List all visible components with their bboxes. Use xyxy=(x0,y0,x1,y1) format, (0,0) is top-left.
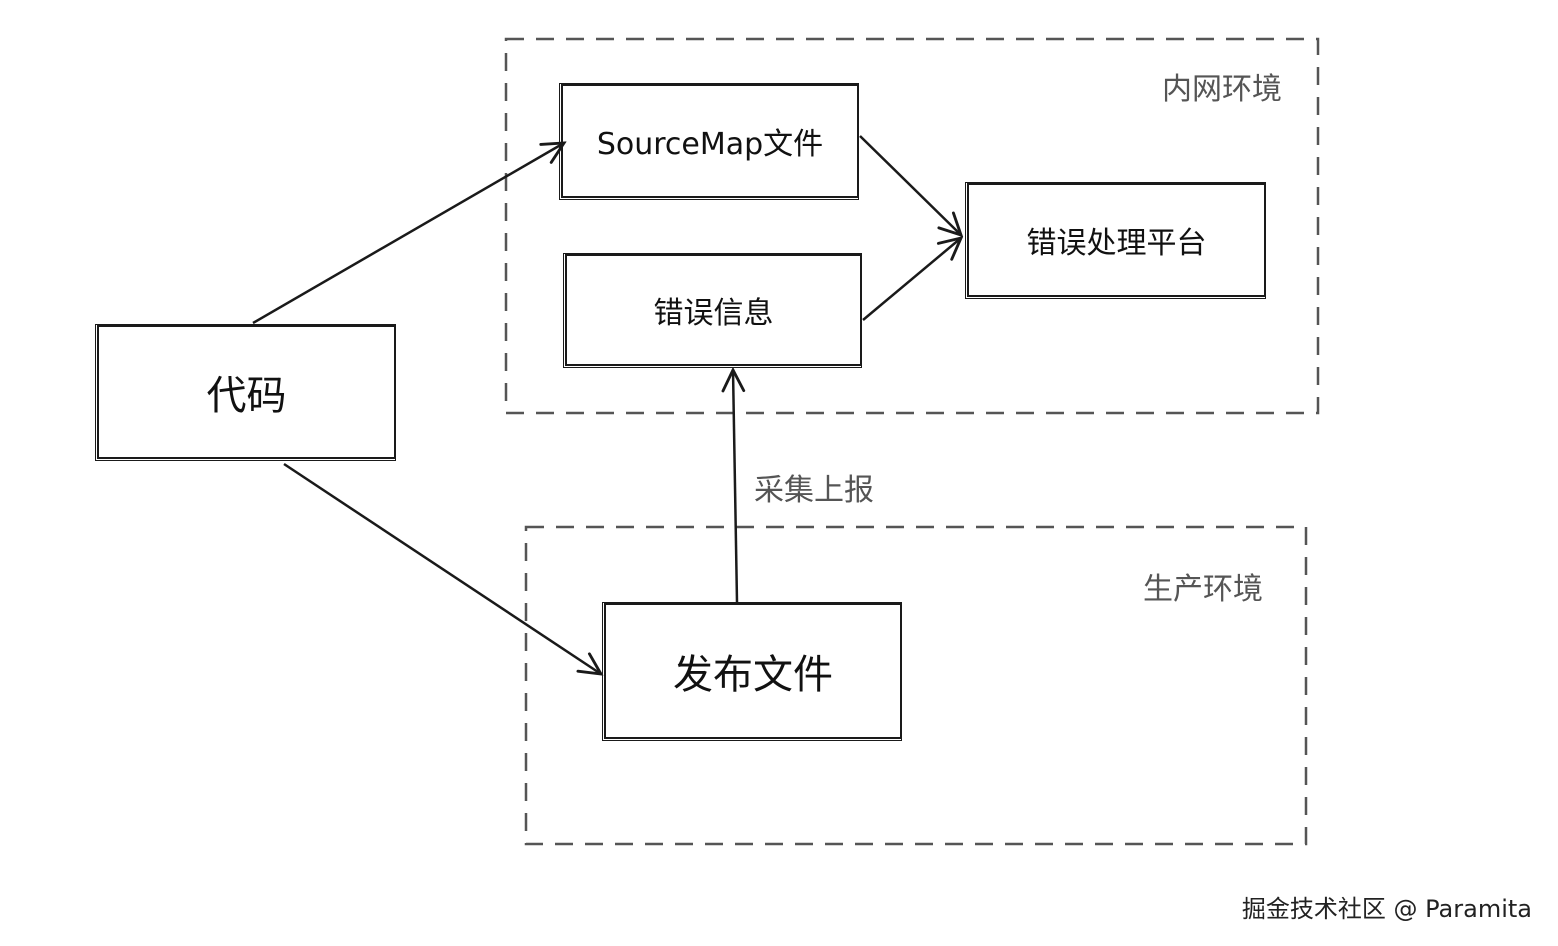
edge-release-to-errorinfo xyxy=(733,370,737,603)
edge-code-to-release xyxy=(283,462,601,674)
node-sourcemap: SourceMap文件 xyxy=(559,83,859,200)
node-error-info-label: 错误信息 xyxy=(653,296,774,331)
edge-code-to-sourcemap xyxy=(252,143,564,325)
edge-sourcemap-to-platform xyxy=(859,135,961,235)
intranet-zone-border xyxy=(504,37,1320,415)
node-error-platform: 错误处理平台 xyxy=(965,182,1266,299)
production-zone-border xyxy=(524,525,1308,846)
node-error-info: 错误信息 xyxy=(563,253,862,368)
node-release-files: 发布文件 xyxy=(602,602,902,741)
node-error-platform-label: 错误处理平台 xyxy=(1026,226,1207,261)
node-code: 代码 xyxy=(95,324,396,461)
node-sourcemap-label: SourceMap文件 xyxy=(596,127,824,162)
intranet-zone-label: 内网环境 xyxy=(1162,72,1282,107)
watermark-text: 掘金技术社区 @ Paramita xyxy=(1241,895,1532,923)
edge-label-collect-report: 采集上报 xyxy=(754,473,874,508)
node-release-files-label: 发布文件 xyxy=(673,652,833,698)
edge-errorinfo-to-platform xyxy=(862,238,961,321)
production-zone-label: 生产环境 xyxy=(1143,572,1263,607)
node-code-label: 代码 xyxy=(206,373,287,419)
